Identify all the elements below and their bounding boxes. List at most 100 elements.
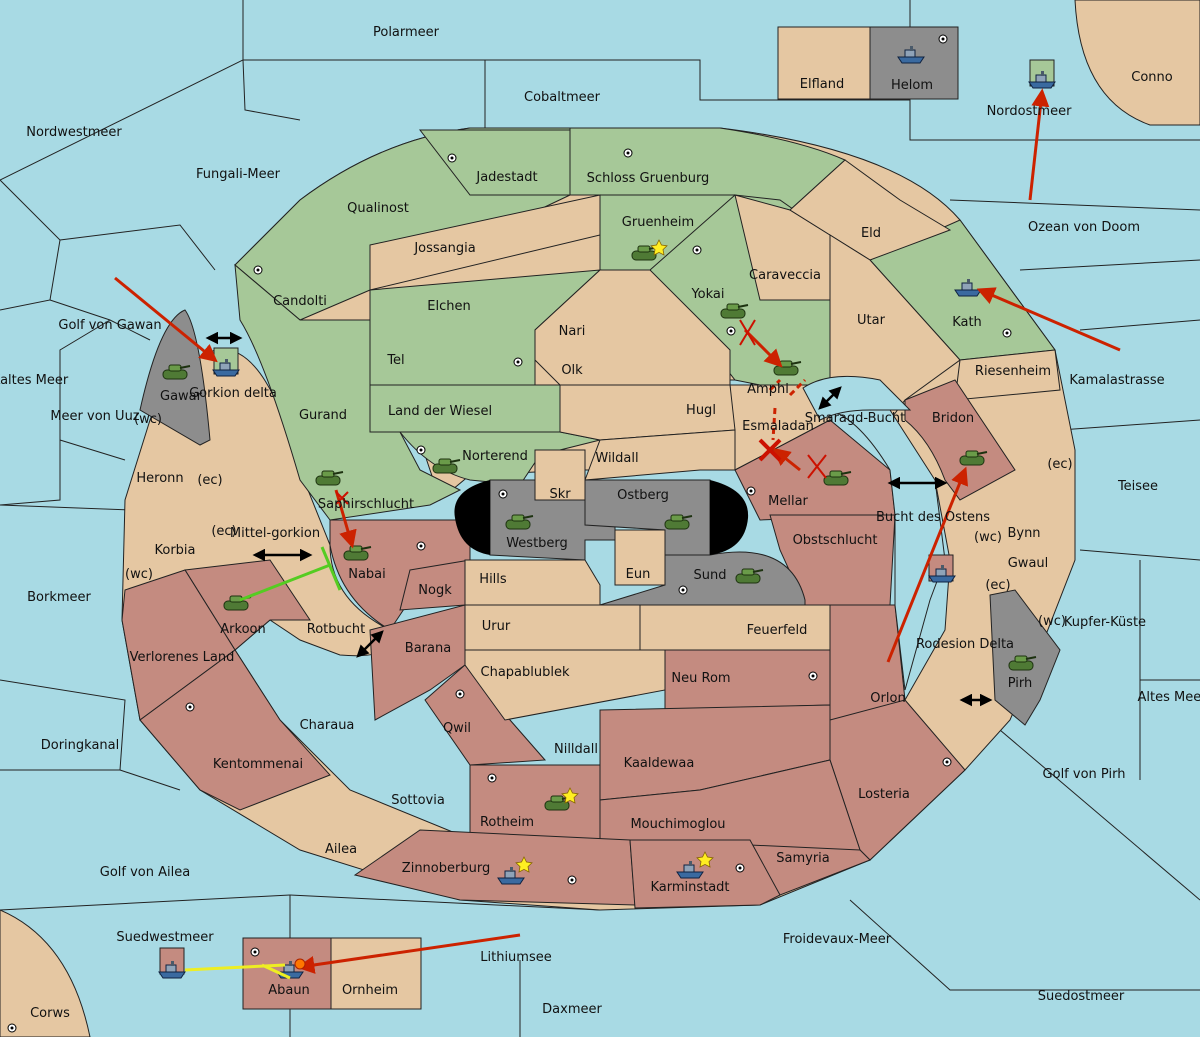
sea-label: Nordostmeer [987,104,1073,119]
sea-label: Suedwestmeer [116,930,214,945]
coast-label: (ec) [197,473,222,488]
green-label: Saphirschlucht [318,497,414,512]
sea-label: Polarmeer [373,25,440,40]
gray-label: Sund [694,568,727,583]
neutral-label: Gwaul [1008,556,1049,571]
coast-label: (wc) [125,567,153,582]
neutral-label: Chapablublek [481,665,570,680]
red-label: Karminstadt [650,880,729,895]
territory-labels: PolarmeerCobaltmeerNordwestmeerFungali-M… [0,25,1200,1021]
red-label: Qwil [443,721,471,736]
neutral-label: Ornheim [342,983,398,998]
neutral-label: Wildall [595,451,638,466]
red-label: Kaaldewaa [624,756,695,771]
red-label: Nabai [348,567,386,582]
coast-label: (ec) [985,578,1010,593]
green-label: Elchen [427,299,470,314]
sea-label: Corws [30,1006,70,1021]
orders [114,88,1121,980]
sea-label: Golf von Gawan [58,318,161,333]
neutral-label: Nilldall [554,742,598,757]
neutral-label: Nari [559,324,586,339]
sea-label: Smaragd-Bucht [805,411,906,426]
green-label: Kath [952,315,982,330]
gray-label: Westberg [506,536,568,551]
green-label: Norterend [462,449,528,464]
red-label: Gorkion delta [189,386,277,401]
green-label: Schloss Gruenburg [587,171,710,186]
green-label: Elfland [800,77,844,92]
red-label: Rotheim [480,815,534,830]
neutral-label: Ailea [325,842,357,857]
red-label: Losteria [858,787,910,802]
red-label: Orlon [870,691,905,706]
neutral-label: Heronn [136,471,183,486]
neutral-label: Eld [861,226,881,241]
sea-label: Mittel-gorkion [230,526,320,541]
sea-label: Kupfer-Küste [1064,615,1146,630]
coast-label: (ec) [211,524,236,539]
green-label: Jossangia [413,241,475,256]
red-territories [121,379,1016,909]
green-label: Gurand [299,408,347,423]
coast-label: (ec) [1047,457,1072,472]
neutral-label: Caraveccia [749,268,821,283]
sea-label: Doringkanal [41,738,120,753]
green-label: Qualinost [347,201,409,216]
red-label: Verlorenes Land [130,650,235,665]
red-label: Zinnoberburg [402,861,490,876]
red-label: Barana [405,641,451,656]
sea-label: Suedostmeer [1038,989,1125,1004]
sea-label: Lithiumsee [480,950,551,965]
neutral-label: Olk [561,363,583,378]
sea-label: Froidevaux-Meer [783,932,892,947]
dislodged-marks [758,438,782,462]
green-label: Candolti [273,294,327,309]
sea-label: Teisee [1117,479,1158,494]
sea-label: Cobaltmeer [524,90,601,105]
stars [515,239,714,873]
red-label: Abaun [268,983,310,998]
green-label: Tel [386,353,404,368]
sea-label: Fungali-Meer [196,167,281,182]
sea-label: Kaltes Meer [0,373,69,388]
sea-label: Golf von Pirh [1043,767,1126,782]
coast-label: (wc) [1038,614,1066,629]
neutral-label: Charaua [300,718,355,733]
neutral-label: Conno [1131,70,1173,85]
coast-label: (wc) [134,412,162,427]
sea-label: Kamalastrasse [1069,373,1164,388]
red-label: Bridon [932,411,974,426]
neutral-label: Hills [479,572,507,587]
neutral-label: Esmaladan [742,419,814,434]
sea-label: Golf von Ailea [100,865,190,880]
red-label: Mellar [768,494,808,509]
neutral-label: Feuerfeld [747,623,808,638]
red-label: Mouchimoglou [630,817,725,832]
sea-label: Nordwestmeer [26,125,122,140]
red-label: Kentommenai [213,757,303,772]
green-label: Yokai [690,287,724,302]
red-label: Nogk [418,583,452,598]
neutral-label: Urur [482,619,511,634]
neutral-label: Hugl [686,403,716,418]
neutral-label: Sottovia [391,793,445,808]
neutral-label: Bynn [1007,526,1040,541]
red-label: Neu Rom [671,671,730,686]
green-label: Land der Wiesel [388,404,492,419]
sea-label: Rodesion Delta [916,637,1014,652]
green-label: Amphi [747,382,789,397]
sea-label: Meer von Uuz [50,409,139,424]
gray-label: Gawar [160,389,203,404]
sea-label: Bucht des Ostens [876,510,990,525]
red-label: Samyria [776,851,830,866]
sea-label: Ozean von Doom [1028,220,1140,235]
green-territories [234,127,1056,521]
sea-label: Borkmeer [27,590,91,605]
sea-label: Rotbucht [307,622,365,637]
gray-label: Helom [891,78,933,93]
neutral-label: Eun [626,567,651,582]
gray-label: Ostberg [617,488,669,503]
adjacency-arrows [205,331,993,707]
